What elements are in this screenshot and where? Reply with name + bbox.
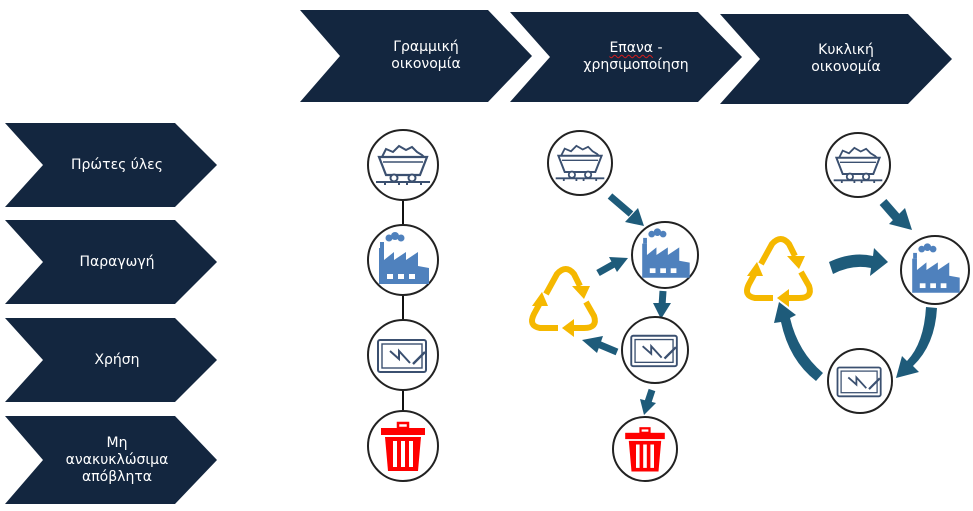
arrow-use-to-recycle: [774, 302, 823, 381]
row-label-use: Χρήση: [5, 318, 217, 402]
row-label-text: Παραγωγή: [79, 253, 155, 270]
column-header-reuse: Επανα - χρησιμοποίηση: [510, 12, 742, 102]
arrow-raw-to-production: [607, 193, 644, 226]
chevron-shape: [5, 318, 217, 402]
row-label-raw-materials: Πρώτες ύλες: [5, 123, 217, 207]
tablet-icon: [621, 316, 689, 384]
column-header-circular: Κυκλική οικονομία: [720, 14, 952, 104]
arrow-use-to-waste: [640, 388, 656, 415]
row-label-text: Μη ανακυκλώσιμα απόβλητα: [65, 434, 169, 485]
arrow-use-to-recycle: [582, 336, 619, 356]
arrow-recycle-to-production: [829, 248, 888, 276]
column-header-linear: Γραμμική οικονομία: [300, 10, 532, 102]
chevron-shape: [5, 123, 217, 207]
recycle-icon: [747, 239, 810, 307]
mine-cart-icon: [825, 132, 891, 198]
chevron-shape: [5, 416, 217, 504]
chevron-shape: [510, 12, 742, 102]
factory-icon: [631, 221, 699, 289]
column-header-label: Επανα - χρησιμοποίηση: [510, 12, 742, 102]
row-label-text: Χρήση: [94, 351, 140, 368]
trash-icon: [367, 410, 439, 482]
arrow-recycle-to-production: [596, 257, 628, 277]
tablet-icon: [367, 319, 439, 391]
row-label-production: Παραγωγή: [5, 220, 217, 304]
arrow-production-to-use: [896, 307, 937, 378]
arrow-raw-to-production: [879, 199, 912, 230]
mine-cart-icon: [367, 129, 439, 201]
factory-icon: [900, 235, 970, 305]
circular-flow: [747, 132, 970, 414]
chevron-shape: [5, 220, 217, 304]
tablet-icon: [827, 348, 893, 414]
linear-flow: [367, 129, 439, 482]
column-header-label-rest: - χρησιμοποίηση: [583, 40, 689, 73]
row-label-waste: Μη ανακυκλώσιμα απόβλητα: [5, 416, 217, 504]
reuse-flow: [532, 130, 699, 482]
recycle-icon: [532, 269, 595, 337]
row-label-text: Πρώτες ύλες: [71, 156, 163, 173]
arrow-production-to-use: [653, 290, 671, 319]
mine-cart-icon: [547, 130, 613, 196]
trash-icon: [612, 416, 678, 482]
column-header-label: Γραμμική οικονομία: [391, 39, 461, 72]
factory-icon: [367, 224, 439, 296]
chevron-shape: [300, 10, 532, 102]
column-header-label: Κυκλική οικονομία: [811, 42, 881, 75]
chevron-shape: [720, 14, 952, 104]
spellcheck-word: Επανα: [609, 40, 654, 56]
